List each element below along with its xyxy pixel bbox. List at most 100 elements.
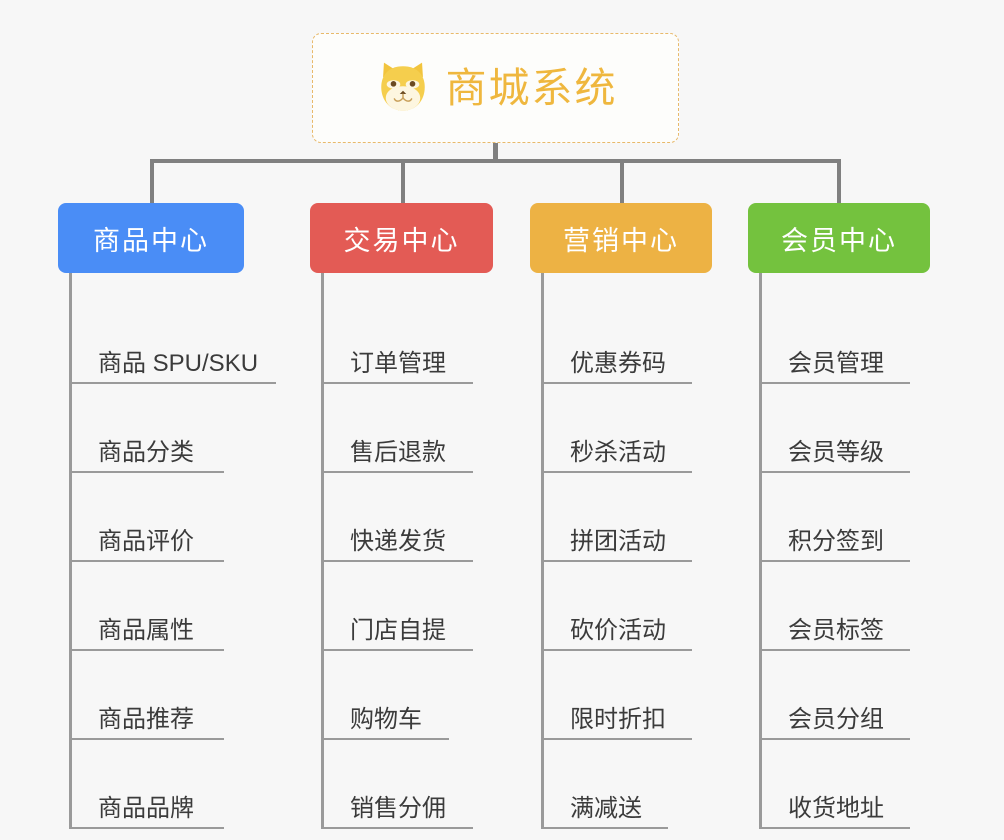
leaf-label: 快递发货 <box>350 528 446 555</box>
category-header-product-center[interactable]: 商品中心 <box>58 203 244 273</box>
connector-drop-product-center <box>150 159 154 205</box>
leaf-label: 订单管理 <box>350 350 446 377</box>
leaf-label: 收货地址 <box>788 795 884 822</box>
column-spine <box>69 273 72 829</box>
shiba-dog-face-icon <box>374 59 432 117</box>
list-item[interactable]: 售后退款 <box>310 384 493 473</box>
column-member-center: 会员中心 会员管理 会员等级 积分签到 会员标签 会员分组 <box>748 203 930 829</box>
column-product-center: 商品中心 商品 SPU/SKU 商品分类 商品评价 商品属性 商品推荐 <box>58 203 276 829</box>
leaf-label: 秒杀活动 <box>570 439 666 466</box>
leaf-underline <box>69 738 224 740</box>
leaf-underline <box>541 649 692 651</box>
category-header-label: 营销中心 <box>563 225 679 256</box>
leaf-label: 商品 SPU/SKU <box>98 350 259 377</box>
list-item[interactable]: 会员分组 <box>748 651 930 740</box>
list-item[interactable]: 商品推荐 <box>58 651 244 740</box>
list-item[interactable]: 秒杀活动 <box>530 384 712 473</box>
leaf-underline <box>759 827 910 829</box>
list-item[interactable]: 销售分佣 <box>310 740 493 829</box>
list-item[interactable]: 商品品牌 <box>58 740 244 829</box>
leaf-label: 砍价活动 <box>570 617 666 644</box>
column-trade-center: 交易中心 订单管理 售后退款 快递发货 门店自提 购物车 <box>310 203 493 829</box>
category-header-label: 交易中心 <box>343 225 460 256</box>
root-node-mall-system[interactable]: 商城系统 <box>312 33 679 143</box>
leaf-underline <box>541 560 692 562</box>
leaf-underline <box>541 382 692 384</box>
leaf-label: 会员管理 <box>788 350 884 377</box>
category-header-member-center[interactable]: 会员中心 <box>748 203 930 273</box>
leaf-underline <box>321 827 473 829</box>
leaf-label: 商品分类 <box>98 439 194 466</box>
leaf-label: 商品属性 <box>98 617 194 644</box>
leaf-list-marketing-center: 优惠券码 秒杀活动 拼团活动 砍价活动 限时折扣 满减送 <box>530 273 712 829</box>
root-node-title: 商城系统 <box>445 64 618 111</box>
leaf-underline <box>759 382 910 384</box>
column-marketing-center: 营销中心 优惠券码 秒杀活动 拼团活动 砍价活动 限时折扣 <box>530 203 712 829</box>
leaf-underline <box>541 827 668 829</box>
category-header-label: 会员中心 <box>781 225 897 256</box>
leaf-label: 会员标签 <box>788 617 884 644</box>
leaf-underline <box>541 738 692 740</box>
leaf-underline <box>321 382 473 384</box>
column-spine <box>541 273 544 829</box>
leaf-label: 会员分组 <box>788 706 884 733</box>
list-item[interactable]: 商品评价 <box>58 473 244 562</box>
leaf-list-trade-center: 订单管理 售后退款 快递发货 门店自提 购物车 销售分佣 <box>310 273 493 829</box>
list-item[interactable]: 拼团活动 <box>530 473 712 562</box>
list-item[interactable]: 商品属性 <box>58 562 244 651</box>
list-item[interactable]: 会员标签 <box>748 562 930 651</box>
list-item[interactable]: 快递发货 <box>310 473 493 562</box>
list-item[interactable]: 门店自提 <box>310 562 493 651</box>
list-item[interactable]: 订单管理 <box>310 295 493 384</box>
connector-drop-marketing-center <box>620 159 624 205</box>
connector-drop-member-center <box>837 159 841 205</box>
leaf-list-member-center: 会员管理 会员等级 积分签到 会员标签 会员分组 收货地址 <box>748 273 930 829</box>
category-header-marketing-center[interactable]: 营销中心 <box>530 203 712 273</box>
list-item[interactable]: 满减送 <box>530 740 712 829</box>
list-item[interactable]: 限时折扣 <box>530 651 712 740</box>
leaf-underline <box>321 649 473 651</box>
connector-root-stem <box>493 143 498 162</box>
leaf-underline <box>69 827 224 829</box>
list-item[interactable]: 商品 SPU/SKU <box>58 295 276 384</box>
leaf-label: 拼团活动 <box>570 528 666 555</box>
leaf-label: 积分签到 <box>788 528 884 555</box>
leaf-label: 销售分佣 <box>350 795 446 822</box>
column-spine <box>759 273 762 829</box>
category-header-label: 商品中心 <box>93 225 209 256</box>
leaf-label: 商品推荐 <box>98 706 194 733</box>
list-item[interactable]: 优惠券码 <box>530 295 712 384</box>
leaf-underline <box>759 560 910 562</box>
leaf-underline <box>759 738 910 740</box>
column-spine <box>321 273 324 829</box>
leaf-underline <box>321 471 473 473</box>
leaf-underline <box>759 471 910 473</box>
leaf-label: 商品品牌 <box>98 795 194 822</box>
leaf-underline <box>541 471 692 473</box>
list-item[interactable]: 会员管理 <box>748 295 930 384</box>
list-item[interactable]: 收货地址 <box>748 740 930 829</box>
list-item[interactable]: 会员等级 <box>748 384 930 473</box>
leaf-underline <box>321 560 473 562</box>
leaf-label: 购物车 <box>350 706 422 733</box>
leaf-label: 会员等级 <box>788 439 884 466</box>
connector-horizontal-bus <box>150 159 841 163</box>
leaf-underline <box>69 382 276 384</box>
leaf-underline <box>69 471 224 473</box>
leaf-label: 优惠券码 <box>570 350 666 377</box>
list-item[interactable]: 商品分类 <box>58 384 244 473</box>
leaf-underline <box>759 649 910 651</box>
leaf-underline <box>69 649 224 651</box>
leaf-label: 门店自提 <box>350 617 446 644</box>
leaf-label: 限时折扣 <box>570 706 666 733</box>
leaf-underline <box>69 560 224 562</box>
leaf-list-product-center: 商品 SPU/SKU 商品分类 商品评价 商品属性 商品推荐 商品品牌 <box>58 273 276 829</box>
list-item[interactable]: 积分签到 <box>748 473 930 562</box>
list-item[interactable]: 购物车 <box>310 651 493 740</box>
leaf-label: 商品评价 <box>98 528 194 555</box>
leaf-label: 满减送 <box>570 795 642 822</box>
connector-drop-trade-center <box>401 159 405 205</box>
category-header-trade-center[interactable]: 交易中心 <box>310 203 493 273</box>
list-item[interactable]: 砍价活动 <box>530 562 712 651</box>
